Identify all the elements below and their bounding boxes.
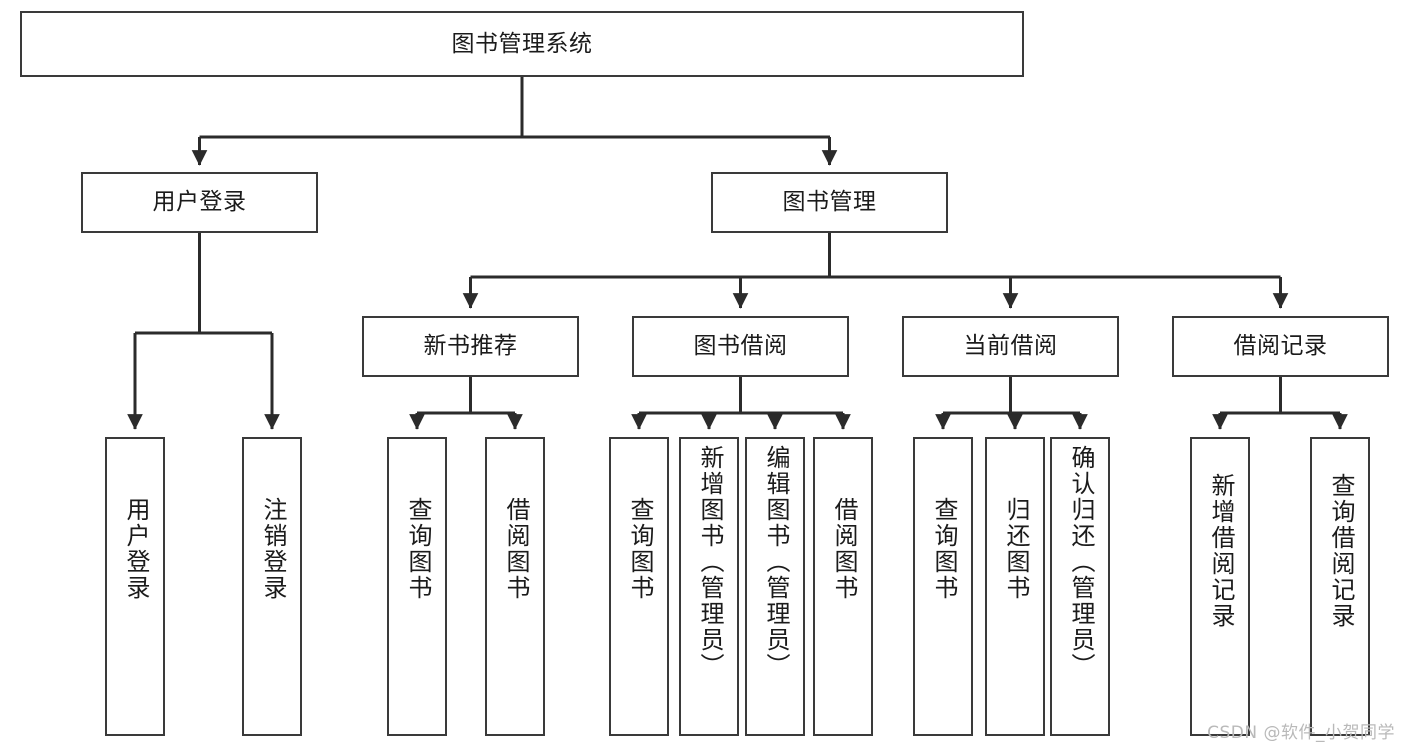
node-user-login[interactable]: 用户登录 (81, 172, 318, 233)
node-leaf-query-borrow-record[interactable]: 查询借阅记录 (1310, 437, 1370, 736)
csdn-watermark: CSDN @软件_小贺同学 (1207, 723, 1395, 743)
node-leaf-borrow-book[interactable]: 借阅图书 (813, 437, 873, 736)
node-label: 新增借阅记录 (1206, 473, 1235, 629)
node-leaf-add-book-admin[interactable]: 新增图书（管理员） (679, 437, 739, 736)
node-label: 查询借阅记录 (1326, 473, 1355, 629)
node-label: 新增图书（管理员） (695, 445, 724, 679)
node-leaf-user-login[interactable]: 用户登录 (105, 437, 165, 736)
node-leaf-query-book-borrow[interactable]: 查询图书 (609, 437, 669, 736)
node-label: 确认归还（管理员） (1066, 445, 1095, 679)
node-label: 归还图书 (1001, 497, 1030, 601)
node-label: 图书借阅 (693, 333, 788, 360)
node-label: 图书管理 (782, 189, 877, 216)
node-root-book-management-system[interactable]: 图书管理系统 (20, 11, 1024, 77)
node-leaf-borrow-book-recommend[interactable]: 借阅图书 (485, 437, 545, 736)
node-label: 当前借阅 (963, 333, 1058, 360)
node-borrow-record[interactable]: 借阅记录 (1172, 316, 1389, 377)
node-leaf-query-book-recommend[interactable]: 查询图书 (387, 437, 447, 736)
node-current-borrow[interactable]: 当前借阅 (902, 316, 1119, 377)
node-leaf-logout[interactable]: 注销登录 (242, 437, 302, 736)
node-label: 查询图书 (929, 497, 958, 601)
node-leaf-return-book[interactable]: 归还图书 (985, 437, 1045, 736)
node-label: 借阅图书 (501, 497, 530, 601)
node-label: 编辑图书（管理员） (761, 445, 790, 679)
node-label: 查询图书 (403, 497, 432, 601)
node-label: 查询图书 (625, 497, 654, 601)
node-label: 借阅图书 (829, 497, 858, 601)
node-label: 用户登录 (121, 497, 150, 601)
node-book-management[interactable]: 图书管理 (711, 172, 948, 233)
node-label: 借阅记录 (1233, 333, 1328, 360)
node-book-borrow[interactable]: 图书借阅 (632, 316, 849, 377)
node-new-book-recommend[interactable]: 新书推荐 (362, 316, 579, 377)
node-label: 图书管理系统 (451, 30, 593, 57)
node-leaf-edit-book-admin[interactable]: 编辑图书（管理员） (745, 437, 805, 736)
node-label: 新书推荐 (423, 333, 518, 360)
node-leaf-confirm-return-admin[interactable]: 确认归还（管理员） (1050, 437, 1110, 736)
node-label: 注销登录 (258, 497, 287, 601)
node-leaf-add-borrow-record[interactable]: 新增借阅记录 (1190, 437, 1250, 736)
node-leaf-query-book-current[interactable]: 查询图书 (913, 437, 973, 736)
node-label: 用户登录 (152, 189, 247, 216)
